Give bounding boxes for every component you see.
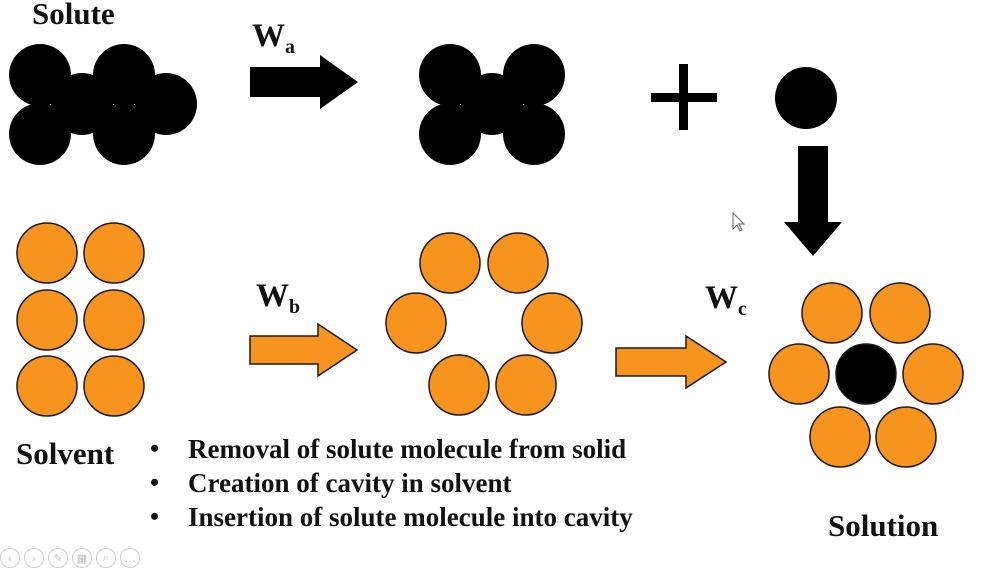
solvent-molecule <box>385 292 447 354</box>
solvent-label: Solvent <box>16 436 115 471</box>
wa-label: Wa <box>252 18 295 58</box>
solvent-molecule <box>875 406 937 468</box>
plus-sign <box>651 64 717 130</box>
insertion-arrow <box>784 146 842 256</box>
solute-remaining-cluster <box>419 44 565 165</box>
solute-molecule <box>835 343 897 405</box>
solute-particle <box>503 103 565 165</box>
step-item: •Removal of solute molecule from solid <box>150 434 627 464</box>
solvent-molecule <box>83 289 145 351</box>
slideshow-toolbar: ‹ › ✎ ▦ ⌕ … <box>0 548 140 571</box>
solvent-molecule <box>16 289 78 351</box>
solute-label: Solute <box>32 0 115 31</box>
wa-arrow <box>250 55 358 109</box>
wc-label: Wc <box>705 280 747 320</box>
solute-solid-cluster <box>9 44 197 165</box>
wb-label: Wb <box>256 278 301 318</box>
solute-particle <box>9 103 71 165</box>
solvent-molecule <box>83 355 145 417</box>
mouse-cursor-icon <box>732 211 746 232</box>
slides-icon[interactable]: ▦ <box>72 548 92 568</box>
solvent-molecule <box>521 292 583 354</box>
solvent-cavity-ring <box>385 232 583 416</box>
solvent-molecule <box>768 343 830 405</box>
next-icon[interactable]: › <box>24 548 44 568</box>
solution-cluster <box>768 282 964 468</box>
solvent-molecule <box>419 232 481 294</box>
solvent-grid <box>16 222 145 417</box>
solute-particle <box>93 103 155 165</box>
solvent-molecule <box>83 222 145 284</box>
solvent-molecule <box>487 232 549 294</box>
solution-label: Solution <box>828 508 939 543</box>
step-item: •Insertion of solute molecule into cavit… <box>150 502 633 532</box>
removed-solute-molecule <box>775 67 837 129</box>
solvent-molecule <box>428 354 490 416</box>
solvent-molecule <box>16 222 78 284</box>
pen-icon[interactable]: ✎ <box>48 548 68 568</box>
wb-arrow <box>249 322 359 378</box>
solvent-molecule <box>495 354 557 416</box>
wc-arrow <box>615 334 728 390</box>
zoom-icon[interactable]: ⌕ <box>96 548 116 568</box>
solvent-molecule <box>801 282 863 344</box>
step-item: •Creation of cavity in solvent <box>150 468 512 498</box>
solvent-molecule <box>902 343 964 405</box>
solute-particle <box>419 103 481 165</box>
solvent-molecule <box>869 282 931 344</box>
process-steps-list: •Removal of solute molecule from solid •… <box>148 432 808 534</box>
solvent-molecule <box>16 355 78 417</box>
more-icon[interactable]: … <box>120 548 140 568</box>
solvent-molecule <box>809 406 871 468</box>
prev-icon[interactable]: ‹ <box>0 548 20 568</box>
